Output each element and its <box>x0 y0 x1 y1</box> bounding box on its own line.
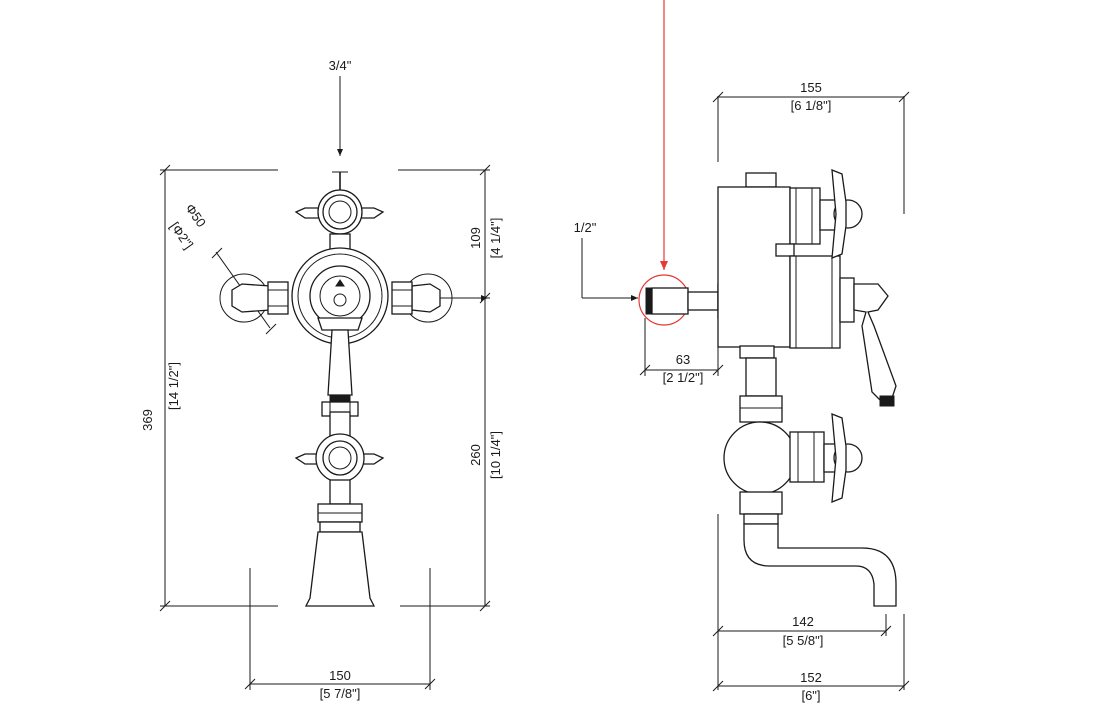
side-upper-handle <box>819 169 863 259</box>
top-inlet-callout: 3/4" <box>329 58 352 156</box>
lower-height-mm: 260 <box>468 444 483 466</box>
dim-spout-reach: 142 [5 5/8"] <box>712 614 892 648</box>
dim-overall-depth: 152 [6"] <box>712 670 910 703</box>
side-spout <box>739 491 897 607</box>
inlet-length-mm: 63 <box>676 352 690 367</box>
dim-handle-diameter: Φ50 [Φ2"] <box>167 201 277 335</box>
side-riser <box>739 357 783 423</box>
spout-reach-in: [5 5/8"] <box>783 633 824 648</box>
lower-valve <box>294 411 385 505</box>
left-inlet <box>219 273 289 323</box>
overall-height-in: [14 1/2"] <box>166 362 181 410</box>
top-valve <box>294 171 385 255</box>
top-inlet-label: 3/4" <box>329 58 352 73</box>
dim-depth-top: 155 [6 1/8"] <box>712 80 910 113</box>
handle-diameter-in: [Φ2"] <box>167 219 196 252</box>
depth-top-in: [6 1/8"] <box>791 98 832 113</box>
side-view: 1/2" 155 [6 1/8"] <box>574 0 910 703</box>
overall-height-mm: 369 <box>140 409 155 431</box>
depth-top-mm: 155 <box>800 80 822 95</box>
thermostat-body <box>291 247 389 345</box>
side-lever-handle <box>839 277 897 407</box>
front-view: 3/4" 369 [14 1/2"] 109 [4 1/4"] <box>140 58 503 701</box>
front-lever-handle <box>317 317 363 404</box>
dim-upper-height: 109 [4 1/4"] <box>468 164 503 304</box>
upper-height-mm: 109 <box>468 227 483 249</box>
dim-width: 150 [5 7/8"] <box>244 668 436 701</box>
inlet-length-in: [2 1/2"] <box>663 370 704 385</box>
spout-reach-mm: 142 <box>792 614 814 629</box>
upper-height-in: [4 1/4"] <box>488 218 503 259</box>
side-inlet-label: 1/2" <box>574 220 597 235</box>
lower-height-in: [10 1/4"] <box>488 431 503 479</box>
side-main-body <box>717 172 841 359</box>
overall-depth-mm: 152 <box>800 670 822 685</box>
dim-lower-height: 260 [10 1/4"] <box>468 298 503 612</box>
front-spout <box>304 503 376 607</box>
handle-diameter-mm: Φ50 <box>182 201 209 230</box>
overall-depth-in: [6"] <box>801 688 820 703</box>
highlight-callout <box>638 0 690 326</box>
dim-overall-height: 369 [14 1/2"] <box>140 164 181 612</box>
width-in: [5 7/8"] <box>320 686 361 701</box>
side-lower-valve <box>723 413 863 503</box>
dim-inlet-length: 63 [2 1/2"] <box>639 352 724 385</box>
side-inlet-callout: 1/2" <box>574 220 638 301</box>
width-mm: 150 <box>329 668 351 683</box>
right-inlet <box>391 273 488 323</box>
